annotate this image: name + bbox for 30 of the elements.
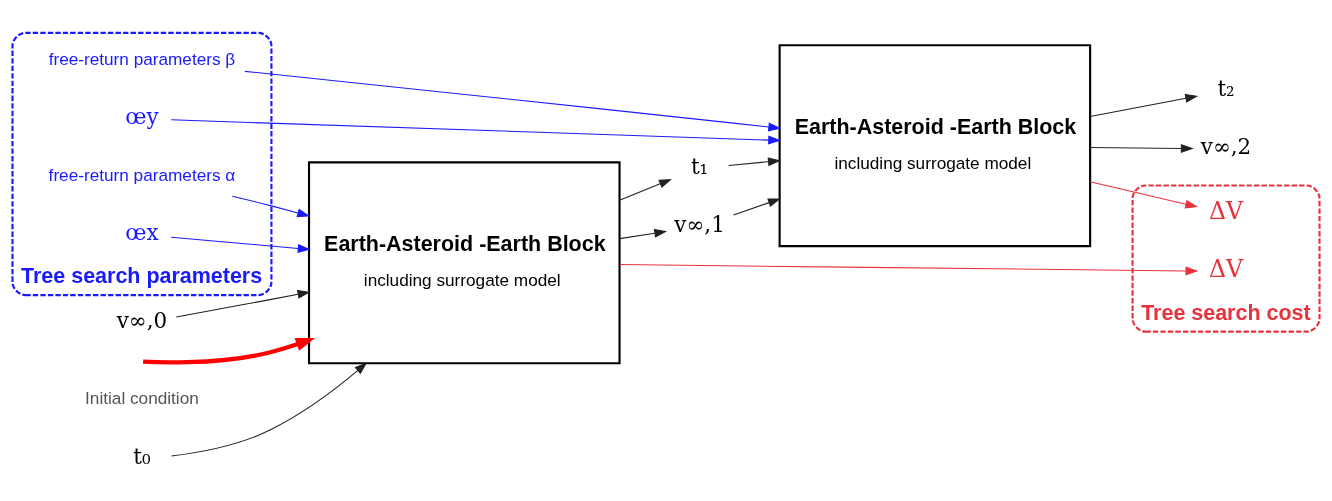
node-text: œy <box>125 103 159 129</box>
arrow <box>231 195 311 217</box>
arrow <box>1089 143 1194 153</box>
arrow <box>170 236 311 253</box>
node-text: v∞,1 <box>674 211 725 237</box>
label: Initial condition <box>85 387 199 408</box>
arrow <box>175 289 311 317</box>
arrow <box>244 70 782 131</box>
arrow <box>733 198 781 215</box>
node-text: free-return parameters α <box>48 164 236 185</box>
node-text: free-return parameters β <box>48 48 236 69</box>
arrow <box>1089 93 1199 117</box>
node-text: ΔV <box>1208 196 1244 225</box>
node-text: œx <box>125 219 159 245</box>
node-text: ΔV <box>1208 254 1244 283</box>
arrow <box>619 263 1199 275</box>
node-text: v∞,2 <box>1200 133 1252 159</box>
arrow <box>170 361 368 456</box>
arrow <box>142 337 316 365</box>
node-text: t₁ <box>690 153 709 179</box>
arrow <box>170 118 782 145</box>
arrow <box>619 178 672 201</box>
arrow <box>1089 180 1199 209</box>
node-text: v∞,0 <box>116 307 168 333</box>
node-text: t₀ <box>133 443 151 469</box>
arrow <box>619 228 668 239</box>
arrow <box>728 156 781 166</box>
node-box: Earth-Asteroid -Earth Block including surrogate model <box>778 43 1092 247</box>
node-text: t₂ <box>1217 75 1235 101</box>
node-box: Earth-Asteroid -Earth Block including surrogate model <box>307 160 621 364</box>
